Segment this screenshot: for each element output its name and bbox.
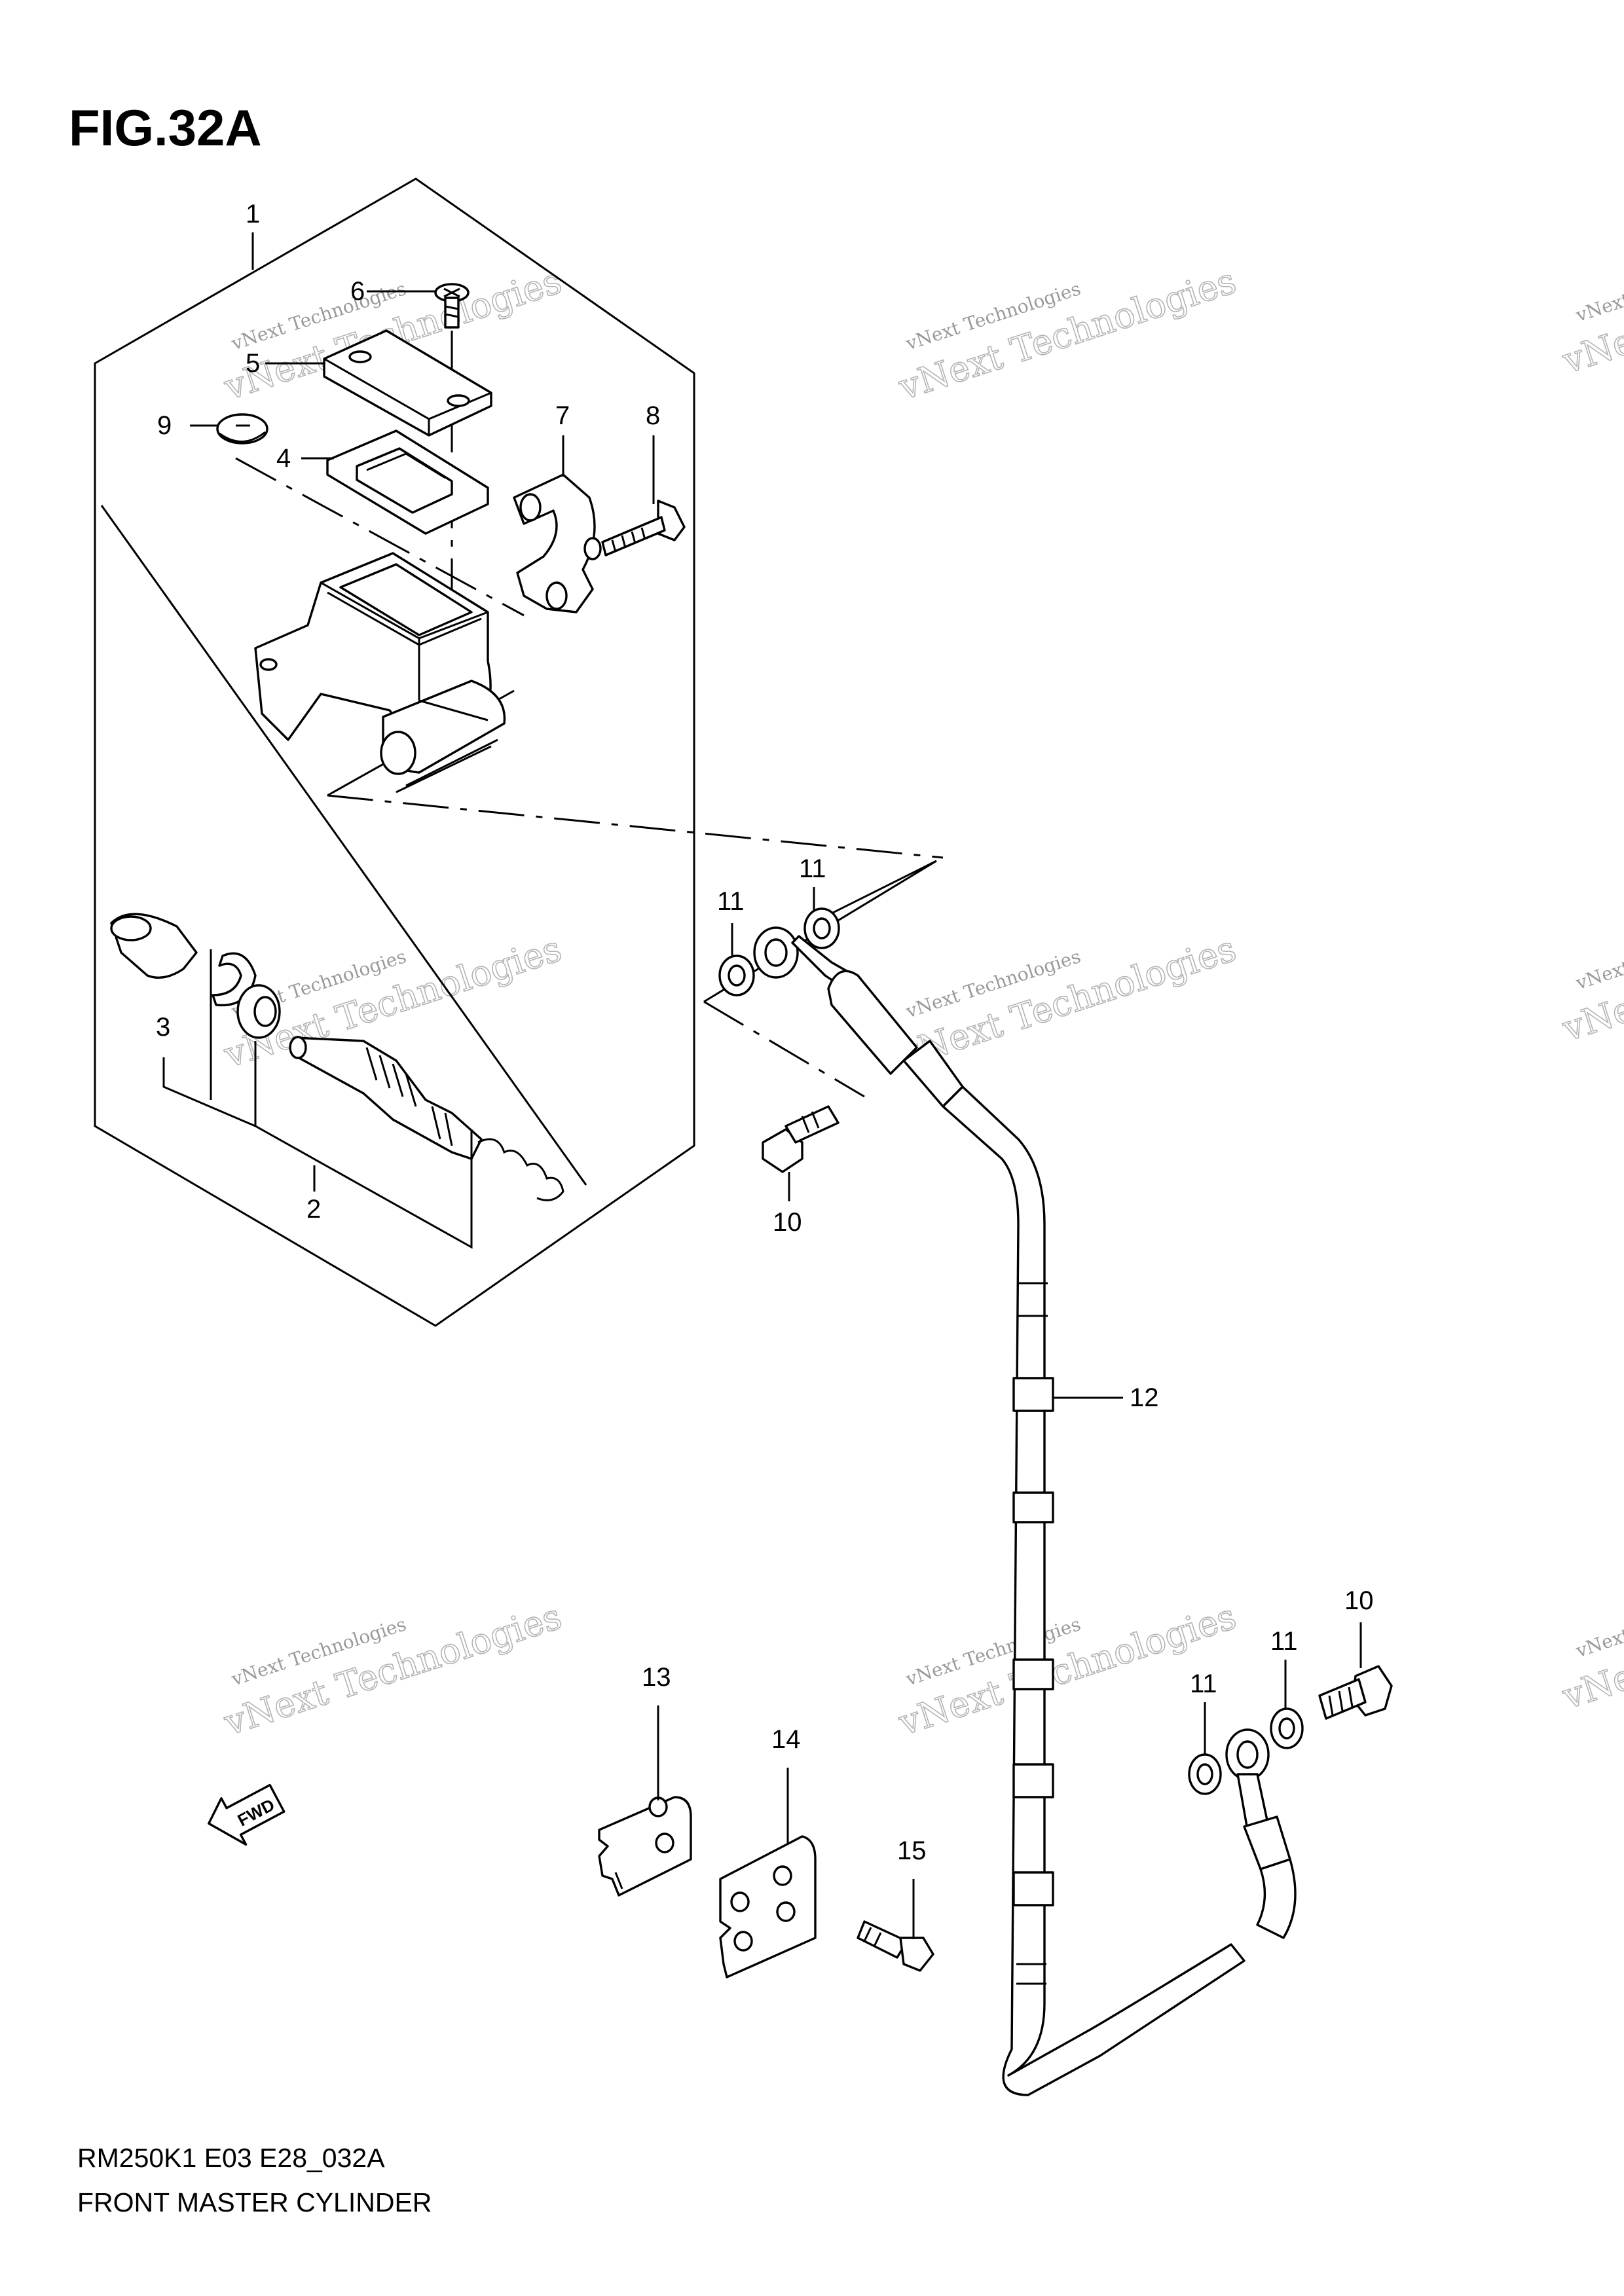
callout-8: 8 bbox=[646, 401, 660, 430]
callout-2: 2 bbox=[306, 1195, 321, 1224]
washer-part-11-b bbox=[803, 907, 840, 949]
callout-15: 15 bbox=[897, 1836, 927, 1865]
callout-10-lower: 10 bbox=[1344, 1586, 1374, 1615]
callout-6: 6 bbox=[350, 277, 365, 306]
washer-part-11-c bbox=[1188, 1753, 1222, 1795]
callout-11-b: 11 bbox=[799, 854, 826, 883]
fwd-arrow-icon: FWD bbox=[208, 1783, 286, 1846]
center-line-2 bbox=[235, 457, 525, 617]
banjo-fitting-lower bbox=[1225, 1728, 1297, 1939]
diaphragm-part-4 bbox=[326, 429, 489, 535]
figure-title: FIG.32A bbox=[69, 99, 262, 156]
piston-part-2 bbox=[289, 1036, 564, 1201]
callouts: 1 2 3 4 5 6 7 8 9 10 10 11 11 11 11 12 1… bbox=[156, 200, 1374, 1939]
callout-7: 7 bbox=[555, 401, 570, 430]
clamp-part-14 bbox=[719, 1835, 817, 1978]
callout-5: 5 bbox=[246, 349, 260, 378]
callout-1: 1 bbox=[246, 200, 260, 228]
bolt-part-8 bbox=[601, 500, 686, 556]
guide-line-upper bbox=[100, 505, 587, 1186]
callout-12: 12 bbox=[1130, 1383, 1159, 1412]
watermark-2: vNext Technologies vNext Technologies bbox=[893, 259, 1241, 409]
boot-part-3 bbox=[110, 913, 198, 979]
callout-10-upper: 10 bbox=[773, 1208, 802, 1237]
bolt-part-15 bbox=[857, 1920, 934, 1972]
reservoir-cap-part-5 bbox=[323, 329, 492, 437]
brake-hose-part-12 bbox=[827, 970, 1246, 2096]
svg-text:vNext Technologies: vNext Technologies bbox=[1573, 1585, 1624, 1662]
washer-part-11-d bbox=[1270, 1707, 1304, 1749]
watermark-6: vNext Technologies vNext Technologies bbox=[893, 1595, 1241, 1744]
watermark-4: vNext Technologies vNext Technologies bbox=[893, 927, 1241, 1076]
svg-text:vNext Technologies: vNext Technologies bbox=[1573, 249, 1624, 327]
center-line-1 bbox=[327, 794, 944, 859]
callout-11-c: 11 bbox=[1190, 1669, 1217, 1698]
washer-part-11-a bbox=[718, 955, 755, 996]
callout-11-a: 11 bbox=[717, 887, 745, 916]
watermark-7: vNext Technologies vNext Technologies bbox=[1557, 233, 1624, 382]
callout-3: 3 bbox=[156, 1013, 170, 1042]
holder-part-7 bbox=[513, 473, 602, 613]
union-bolt-part-10-lower bbox=[1318, 1665, 1393, 1720]
svg-text:vNext Technologies: vNext Technologies bbox=[1573, 917, 1624, 994]
callout-11-d: 11 bbox=[1270, 1627, 1298, 1656]
callout-13: 13 bbox=[642, 1663, 671, 1692]
clamp-part-13 bbox=[598, 1796, 692, 1897]
watermark-8: vNext Technologies vNext Technologies bbox=[1557, 901, 1624, 1050]
master-cylinder-body bbox=[254, 552, 506, 793]
model-code: RM250K1 E03 E28_032A bbox=[77, 2143, 385, 2173]
watermark-9: vNext Technologies vNext Technologies bbox=[1557, 1569, 1624, 1718]
callout-9: 9 bbox=[157, 411, 172, 440]
assembly-outline bbox=[94, 177, 695, 1327]
screw-part-6 bbox=[434, 283, 470, 329]
watermark-5: vNext Technologies vNext Technologies bbox=[218, 1595, 566, 1744]
figure-name: FRONT MASTER CYLINDER bbox=[77, 2187, 432, 2217]
washer bbox=[236, 984, 281, 1039]
cap-part-9 bbox=[216, 413, 268, 445]
union-bolt-part-10-upper bbox=[762, 1105, 840, 1173]
callout-14: 14 bbox=[771, 1725, 801, 1754]
center-line-4 bbox=[703, 1000, 865, 1098]
callout-4: 4 bbox=[276, 444, 291, 473]
